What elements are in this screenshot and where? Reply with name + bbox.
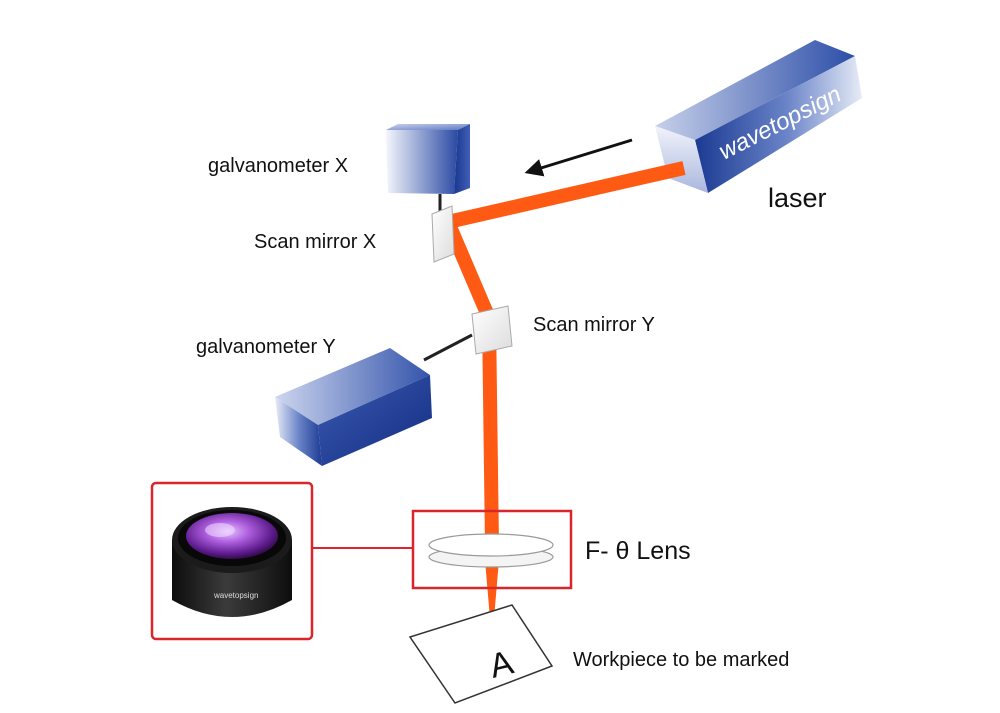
lens-brand-text: wavetopsign <box>213 591 258 600</box>
scan-mirror-x-label: Scan mirror X <box>254 231 377 253</box>
workpiece-label: Workpiece to be marked <box>573 649 790 671</box>
laser-beam <box>441 161 686 642</box>
f-theta-lens-highlight-box <box>411 509 573 590</box>
arrow-left-icon <box>524 138 633 177</box>
galvanometer-x <box>386 124 470 212</box>
galvanometer-x-label: galvanometer X <box>208 155 349 177</box>
f-theta-lens <box>428 533 554 568</box>
scan-mirror-x <box>431 205 455 263</box>
scan-mirror-y <box>471 305 513 355</box>
laser-source: wavetopsign <box>655 40 862 193</box>
galvanometer-y <box>275 333 473 466</box>
f-theta-lens-label: F- θ Lens <box>585 537 691 565</box>
galvanometer-y-label: galvanometer Y <box>196 336 336 358</box>
laser-label: laser <box>768 183 827 213</box>
scan-mirror-y-label: Scan mirror Y <box>533 314 655 336</box>
workpiece: A <box>408 604 554 704</box>
camera-lens-icon: wavetopsign <box>172 507 292 617</box>
